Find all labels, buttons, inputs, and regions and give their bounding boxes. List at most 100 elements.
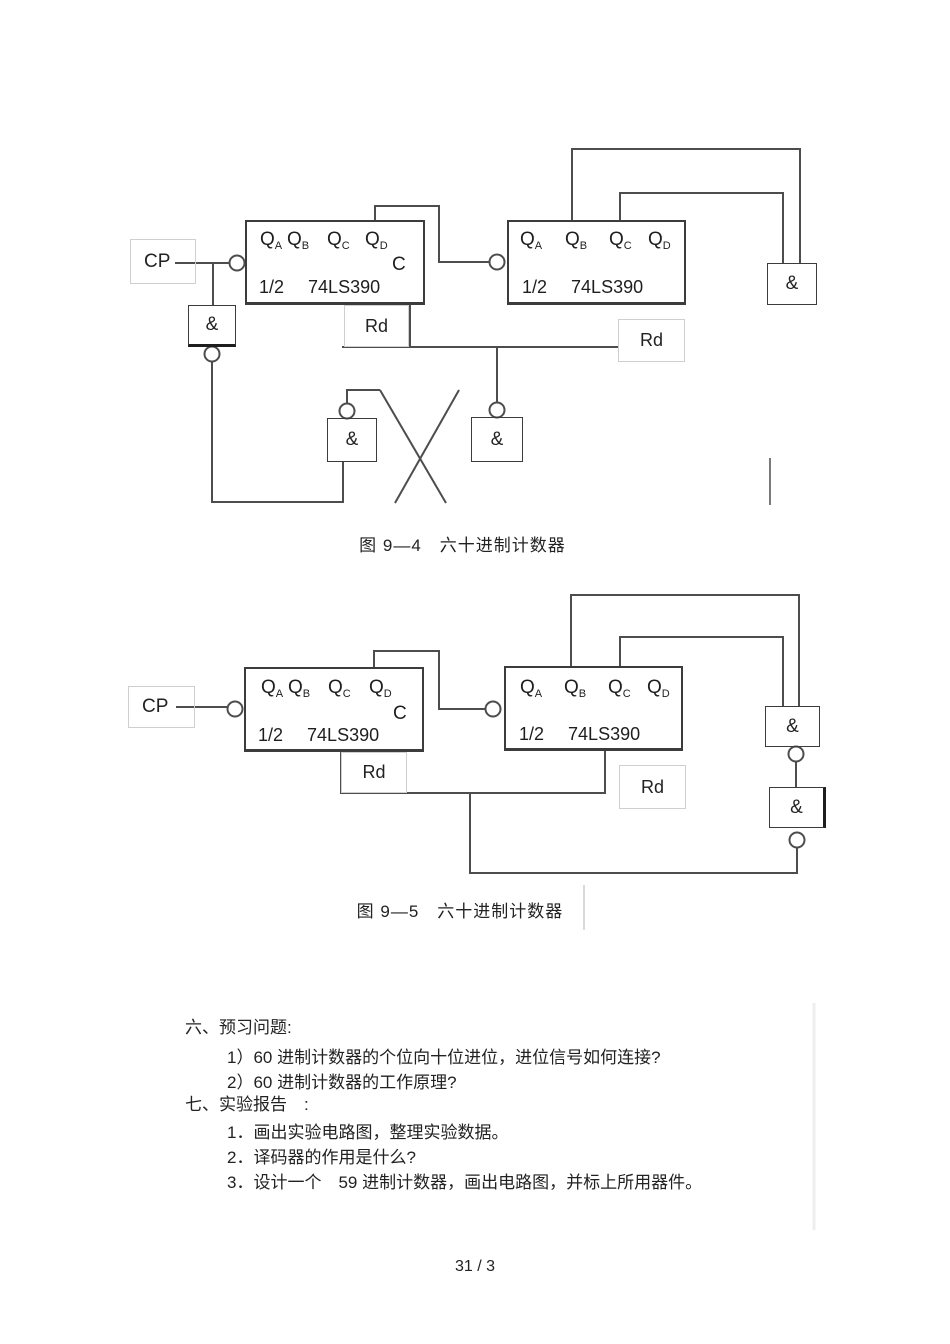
chip-label-qa: QA [260, 229, 283, 252]
and-gate-label: & [785, 273, 799, 294]
q-letter: Q [609, 229, 624, 250]
chip-part-number: 74LS390 [307, 725, 380, 745]
q-letter: Q [647, 677, 662, 698]
and-gate-label: & [345, 429, 359, 450]
chip-label-qc: QC [608, 677, 631, 700]
rd-label: Rd [362, 762, 386, 782]
chip-label-qa: QA [261, 677, 284, 700]
fig1-nand-gate-carry: & [767, 263, 817, 305]
page-number: 31 / 3 [454, 1258, 496, 1275]
chip-half-label: 1/2 [522, 277, 548, 297]
section7-item-2: 2．译码器的作用是什么? [227, 1148, 416, 1167]
q-letter: Q [328, 677, 343, 698]
fig1-nand-gate-left: & [327, 418, 377, 462]
chip-label-qb: QB [288, 677, 311, 700]
fig1-rd-box-2: Rd [618, 319, 685, 362]
rd-label: Rd [364, 315, 388, 336]
q-sub-c: C [622, 688, 631, 700]
chip-carry-label: C [392, 254, 406, 275]
q-letter: Q [260, 229, 275, 250]
section6-item-1: 1）60 进制计数器的个位向十位进位，进位信号如何连接? [227, 1048, 661, 1067]
figure1-caption: 图 9—4 六十进制计数器 [359, 536, 566, 555]
q-letter: Q [327, 229, 342, 250]
chip-half-label: 1/2 [519, 724, 545, 744]
q-letter: Q [520, 677, 535, 698]
chip-name-row: 1/2 74LS390 [522, 278, 643, 296]
chip-part-number: 74LS390 [571, 277, 644, 297]
fig2-nand-gate-lower: & [769, 787, 826, 828]
q-letter: Q [648, 229, 663, 250]
chip-label-qb: QB [565, 229, 588, 252]
fig1-inverter-bubble-icons [203, 253, 506, 420]
fig1-wires [175, 148, 801, 504]
q-letter: Q [608, 677, 623, 698]
fig1-nand-gate-right: & [471, 417, 523, 462]
chip-label-qc: QC [328, 677, 351, 700]
chip-name-row: 1/2 74LS390 [519, 725, 640, 743]
q-sub-c: C [341, 240, 350, 252]
chip-label-qd: QD [647, 677, 670, 700]
fig1-cp-box: CP [130, 239, 196, 284]
section6-heading: 六、预习问题: [185, 1018, 292, 1037]
q-sub-d: D [383, 688, 392, 700]
q-sub-d: D [379, 240, 388, 252]
chip-label-qc: QC [327, 229, 350, 252]
cp-label: CP [142, 696, 169, 717]
section7-item-1: 1．画出实验电路图，整理实验数据。 [227, 1123, 509, 1142]
chip-carry-label: C [393, 703, 407, 724]
q-letter: Q [288, 677, 303, 698]
q-sub-a: A [534, 240, 543, 252]
q-sub-b: B [579, 240, 588, 252]
chip-part-number: 74LS390 [308, 277, 381, 297]
chip-part-number: 74LS390 [568, 724, 641, 744]
q-sub-b: B [578, 688, 587, 700]
fig1-rd-box-1: Rd [344, 305, 409, 347]
section6-item-2: 2）60 进制计数器的工作原理? [227, 1073, 457, 1092]
q-letter: Q [369, 677, 384, 698]
fig2-rd-box-2: Rd [619, 765, 686, 809]
q-sub-b: B [301, 240, 310, 252]
chip-label-qa: QA [520, 229, 543, 252]
q-sub-c: C [342, 688, 351, 700]
chip-half-label: 1/2 [258, 725, 284, 745]
q-letter: Q [287, 229, 302, 250]
and-gate-label: & [790, 796, 803, 818]
q-sub-a: A [275, 688, 284, 700]
chip-label-qd: QD [369, 677, 392, 700]
chip-label-qb: QB [564, 677, 587, 700]
chip-label-qd: QD [648, 229, 671, 252]
section7-item-3: 3．设计一个 59 进制计数器，画出电路图，并标上所用器件。 [227, 1173, 703, 1192]
chip-label-qb: QB [287, 229, 310, 252]
q-sub-d: D [661, 688, 670, 700]
and-gate-label: & [205, 314, 219, 335]
q-sub-d: D [662, 240, 671, 252]
fig1-nand-gate-cp: & [188, 305, 236, 347]
rd-label: Rd [639, 330, 663, 350]
and-gate-label: & [490, 428, 504, 450]
rd-label: Rd [640, 776, 664, 797]
q-sub-b: B [302, 688, 311, 700]
q-sub-a: A [274, 240, 283, 252]
q-letter: Q [565, 229, 580, 250]
fig2-rd-box-1: Rd [341, 752, 407, 793]
section7-heading: 七、实验报告 : [185, 1095, 309, 1114]
chip-label-qa: QA [520, 677, 542, 700]
q-letter: Q [564, 677, 579, 698]
q-letter: Q [520, 229, 535, 250]
q-sub-c: C [623, 240, 632, 252]
cp-label: CP [144, 250, 171, 272]
q-letter: Q [365, 229, 380, 250]
figure2-caption: 图 9—5 六十进制计数器 [356, 902, 564, 921]
chip-name-row: 1/2 74LS390 [258, 726, 379, 744]
fig2-cp-box: CP [128, 686, 195, 728]
q-letter: Q [261, 677, 276, 698]
and-gate-label: & [786, 715, 799, 737]
chip-label-qd: QD [365, 229, 388, 252]
chip-label-qc: QC [609, 229, 632, 252]
